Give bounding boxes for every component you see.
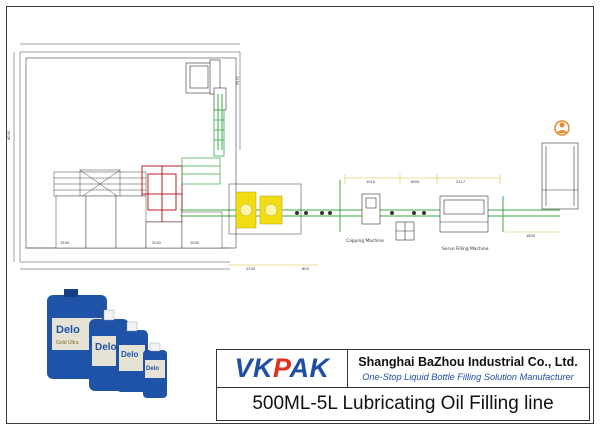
lower-cabinets [55,195,223,249]
half-bottle-brand-label: Delo [146,366,159,372]
company-tagline: One-Stop Liquid Bottle Filling Solution … [362,372,574,382]
operator-icon [554,120,570,136]
svg-text:1500: 1500 [60,241,70,245]
right-tank-unit [541,142,579,210]
product-bottles: Delo Gold Ultra Delo Delo Delo [47,289,167,398]
capping-machine-unit [361,193,415,241]
conveyor-bottles [295,211,426,215]
svg-text:2217: 2217 [456,180,465,184]
small-bottle: Delo [116,321,148,392]
dimension-notes: 2250 4000 1500 2042 2000 2200 800 1010 1… [7,76,536,271]
svg-text:4000: 4000 [7,130,11,140]
title-block: VKPAK Shanghai BaZhou Industrial Co., Lt… [216,349,590,421]
svg-text:800: 800 [302,267,310,271]
red-frame-unit [141,165,183,223]
bottle-brand-label: Delo [95,342,117,353]
vkpak-logo: VKPAK [234,353,330,383]
half-liter-bottle: Delo [143,342,167,398]
line-title: 500ML-5L Lubricating Oil Filling line [217,387,589,420]
jug-subbrand-label: Gold Ultra [56,340,79,346]
company-name: Shanghai BaZhou Industrial Co., Ltd. [358,355,578,369]
svg-text:1800: 1800 [526,234,536,238]
logo-cell: VKPAK [217,350,348,387]
drawing-frame [6,6,594,424]
feeding-rollers [181,157,221,185]
svg-text:2042: 2042 [152,241,161,245]
small-bottle-brand-label: Delo [121,350,138,359]
filling-machine [228,183,302,235]
dimension-lines [13,43,241,270]
bottle-unscrambler [185,59,227,150]
vertical-conveyor [213,109,225,157]
left-loading-rollers [53,169,147,199]
jug-brand-label: Delo [56,324,80,336]
svg-text:1600: 1600 [410,180,420,184]
capping-machine-label: Capping Machine [346,238,384,244]
servo-filling-machine-label: Servo Filling Machine [442,246,489,252]
company-cell: Shanghai BaZhou Industrial Co., Ltd. One… [347,350,589,387]
svg-text:2000: 2000 [190,241,200,245]
svg-text:2250: 2250 [235,76,239,86]
svg-text:1010: 1010 [366,180,376,184]
yellow-dimensions [228,174,560,266]
svg-text:2200: 2200 [246,267,256,271]
servo-filling-unit [439,195,489,233]
